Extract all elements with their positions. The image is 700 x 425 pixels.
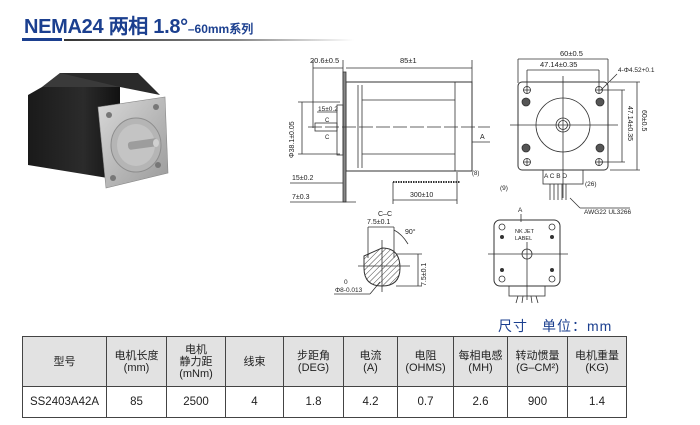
header-current: 电流(A) — [343, 336, 398, 387]
dim-body-length: 85±1 — [400, 56, 417, 65]
units-note: 尺寸单位：mm — [498, 316, 612, 336]
section-mark-top: C — [325, 118, 330, 124]
units-value: 单位：mm — [542, 318, 613, 334]
header-resistance: 电阻(OHMS) — [397, 336, 454, 387]
dim-lead-offset: (8) — [472, 171, 479, 177]
page-title: NEMA24 两相 1.8°–60mm系列 — [24, 10, 253, 39]
title-divider — [64, 39, 354, 41]
dim-flange-thickness: 15±0.2 — [292, 175, 313, 182]
cell-inertia: 900 — [507, 386, 568, 418]
dim-front-height: 60±0.5 — [640, 110, 647, 131]
cell-current: 4.2 — [343, 386, 398, 418]
cell-leads: 4 — [225, 386, 284, 418]
header-inductance: 每相电感(MH) — [453, 336, 508, 387]
dim-hole-spec: 4-Φ4.52+0.1 — [618, 67, 655, 74]
title-main: NEMA24 两相 1.8° — [24, 16, 188, 38]
tol-upper: 0 — [344, 279, 348, 286]
spec-table: 型号 电机长度(mm) 电机静力距(mNm) 线束 步距角(DEG) 电流(A)… — [22, 336, 627, 418]
title-accent-bar — [22, 38, 62, 41]
dim-hole-spacing-v: 47.14±0.35 — [626, 106, 633, 141]
header-step-angle: 步距角(DEG) — [283, 336, 344, 387]
header-inertia: 转动惯量(G–CM²) — [507, 336, 568, 387]
cell-weight: 1.4 — [567, 386, 627, 418]
rear-view-drawing: A NK JET LABEL — [488, 204, 578, 309]
view-arrow-a: A — [480, 134, 485, 141]
dim-boss-height: 7±0.3 — [292, 194, 310, 201]
dim-hole-spacing-h: 47.14±0.35 — [540, 60, 577, 69]
dim-flange-to-shaft: 20.6±0.5 — [310, 56, 339, 65]
cell-holding-torque: 2500 — [166, 386, 226, 418]
lead-labels: A C B D — [544, 173, 567, 180]
cell-length: 85 — [106, 386, 167, 418]
shaft-section-drawing: C–C 7.5±0.1 90° 7.5±0.1 0 Φ8-0.013 — [330, 208, 450, 308]
cell-inductance: 2.6 — [453, 386, 508, 418]
dim-flat-length: 15±0.2 — [318, 106, 338, 113]
dim-connector-width: (26) — [585, 181, 597, 188]
wire-spec: AWG22 UL3266 — [584, 209, 631, 216]
header-model: 型号 — [22, 336, 107, 387]
header-leads: 线束 — [225, 336, 284, 387]
dim-front-width: 60±0.5 — [560, 49, 583, 58]
section-title: C–C — [378, 211, 392, 218]
section-mark-bottom: C — [325, 135, 330, 141]
dim-lead-exit: (9) — [500, 185, 508, 192]
side-view-drawing: 20.6±0.5 85±1 Φ38.1±0.05 15±0.2 C C 15±0… — [280, 50, 495, 215]
rear-arrow-a: A — [518, 207, 523, 214]
table-header-row: 型号 电机长度(mm) 电机静力距(mNm) 线束 步距角(DEG) 电流(A)… — [22, 336, 627, 387]
rear-label-line1: NK JET — [515, 229, 535, 235]
cell-resistance: 0.7 — [397, 386, 454, 418]
rear-label-line2: LABEL — [515, 236, 532, 242]
cell-step-angle: 1.8 — [283, 386, 344, 418]
stepper-motor-photo — [20, 55, 180, 200]
dim-angle: 90° — [405, 228, 416, 236]
header-holding-torque: 电机静力距(mNm) — [166, 336, 226, 387]
units-label: 尺寸 — [498, 318, 528, 334]
dim-boss-diameter: Φ38.1±0.05 — [289, 121, 296, 158]
header-length: 电机长度(mm) — [106, 336, 167, 387]
header-weight: 电机重量(KG) — [567, 336, 627, 387]
title-sub: –60mm系列 — [187, 22, 254, 36]
cell-model: SS2403A42A — [22, 386, 107, 418]
dim-shaft-diameter: Φ8-0.013 — [335, 287, 363, 294]
dim-flat-width: 7.5±0.1 — [367, 219, 390, 226]
dim-flat-height: 7.5±0.1 — [421, 263, 428, 286]
table-row: SS2403A42A 85 2500 4 1.8 4.2 0.7 2.6 900… — [22, 386, 627, 418]
dim-lead-length: 300±10 — [410, 192, 433, 199]
front-view-drawing: 60±0.5 47.14±0.35 4-Φ4.52+0.1 47.14±0.35 — [500, 48, 700, 223]
